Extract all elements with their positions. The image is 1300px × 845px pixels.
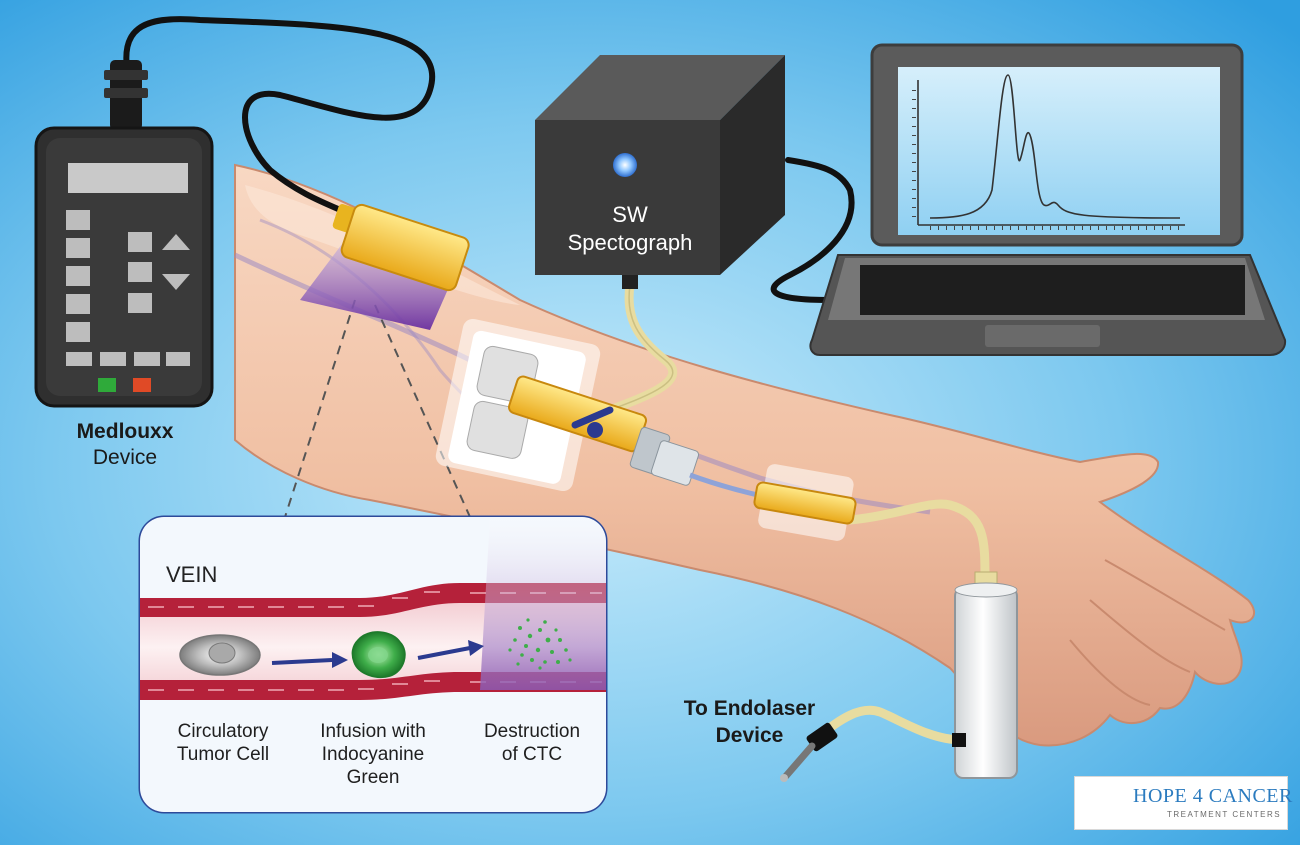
inline-connector	[753, 464, 857, 541]
spectrum-plot	[912, 74, 1185, 230]
destroyed-ctc-particles	[508, 618, 572, 670]
laser-probe	[332, 203, 470, 292]
step-caption-destruction: Destruction of CTC	[457, 721, 607, 767]
arrow-2	[417, 646, 471, 660]
step-caption-line: Indocyanine	[321, 743, 425, 765]
cables	[123, 16, 855, 303]
step-caption-line: Destruction	[483, 721, 581, 742]
endolaser-label-line1: To Endolaser	[683, 697, 816, 720]
collection-cylinder	[952, 571, 1018, 779]
endolaser-label-line2: Device	[715, 724, 784, 747]
step-caption-line: Circulatory	[177, 721, 269, 742]
medlouxx-device	[34, 60, 214, 408]
logo-tagline: TREATMENT CENTERS	[1167, 810, 1282, 819]
step-caption-ctc: Circulatory Tumor Cell	[148, 721, 298, 767]
hope4cancer-logo: HOPE 4 CANCER TREATMENT CENTERS	[1074, 776, 1292, 830]
zoom-line-left	[284, 299, 356, 518]
medlouxx-label-line1: Medlouxx	[76, 420, 174, 443]
inset-title: VEIN	[166, 562, 218, 587]
spectograph-label-line1: SW	[612, 202, 648, 227]
spectograph-device	[535, 55, 785, 289]
step-caption-line: Infusion with	[320, 721, 426, 742]
step-caption-line: Tumor Cell	[176, 743, 270, 765]
endolaser-tip	[780, 722, 838, 782]
medlouxx-label-line2: Device	[92, 446, 158, 469]
laptop-keyboard	[860, 265, 1245, 315]
step-caption-line: Green	[346, 766, 400, 788]
step-caption-icg: Infusion with Indocyanine Green	[298, 721, 448, 789]
arrow-1	[271, 658, 333, 665]
spectograph-label-line2: Spectograph	[567, 230, 693, 255]
vein-inset	[138, 515, 608, 814]
step-caption-line: of CTC	[501, 743, 563, 765]
tubes-outline	[609, 284, 674, 411]
logo-name: HOPE 4 CANCER	[1133, 785, 1293, 807]
laptop	[809, 43, 1287, 356]
iv-catheter	[435, 318, 771, 501]
zoom-line-right	[374, 304, 471, 518]
